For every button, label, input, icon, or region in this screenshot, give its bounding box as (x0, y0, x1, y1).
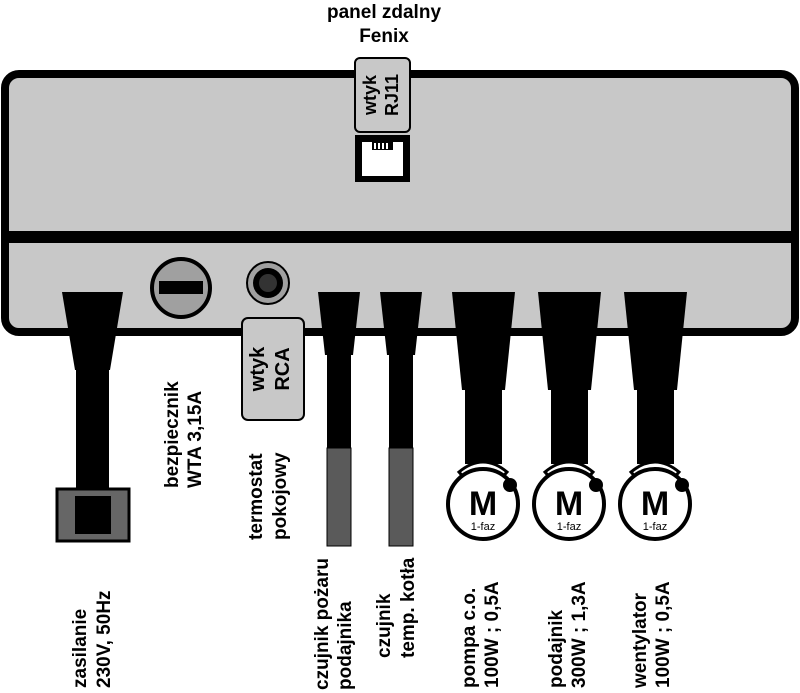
fuse-label-line2: WTA 3,15A (185, 391, 206, 488)
rca-tag-line2: RCA (272, 347, 294, 390)
boiler-temp-sensor-cable (380, 292, 422, 547)
feeder-motor: M 1-faz (532, 460, 606, 541)
fan-motor-letter: M (641, 485, 669, 523)
fire-sensor-label-line1: czujnik pożaru (312, 558, 333, 690)
fuse-label-line1: bezpiecznik (162, 381, 183, 488)
pump-motor: M 1-faz (446, 460, 520, 541)
power-label-line1: zasilanie (70, 609, 91, 688)
temp-sensor-label-line1: czujnik (374, 593, 395, 658)
fan-cable (624, 292, 687, 464)
pump-motor-letter: M (469, 485, 497, 523)
feeder-motor-phase: 1-faz (557, 521, 581, 533)
rj11-tag-line2: RJ11 (382, 74, 402, 116)
pump-label-line2: 100W ; 0,5A (482, 581, 503, 688)
pump-motor-phase: 1-faz (471, 521, 495, 533)
fire-sensor-label-line2: podajnika (335, 601, 356, 690)
fan-label-line2: 100W ; 0,5A (653, 581, 674, 688)
power-cable (55, 292, 131, 543)
pump-label-line1: pompa c.o. (459, 588, 480, 688)
feeder-label-line1: podajnik (546, 609, 567, 688)
pump-cable (452, 292, 515, 464)
fuse-holder (150, 257, 212, 319)
feeder-label-line2: 300W ; 1,3A (569, 581, 590, 688)
feeder-cable (538, 292, 601, 464)
rca-tag (241, 317, 305, 421)
rj11-socket (355, 135, 410, 182)
fan-motor-phase: 1-faz (643, 521, 667, 533)
thermostat-label-line2: pokojowy (270, 452, 291, 540)
feeder-motor-letter: M (555, 485, 583, 523)
rca-socket (246, 261, 290, 305)
rj11-tag-line1: wtyk (360, 74, 380, 116)
thermostat-label-line1: termostat (246, 453, 267, 540)
power-label-line2: 230V, 50Hz (94, 590, 115, 688)
rca-tag-line1: wtyk (247, 346, 269, 392)
fan-motor: M 1-faz (618, 460, 692, 541)
rj11-tag (354, 57, 411, 133)
remote-panel-label-line2: Fenix (359, 26, 409, 47)
remote-panel-label-line1: panel zdalny (327, 2, 441, 23)
temp-sensor-label-line2: temp. kotła (398, 557, 419, 658)
fan-label-line1: wentylator (630, 592, 651, 689)
fire-sensor-cable (318, 292, 360, 547)
